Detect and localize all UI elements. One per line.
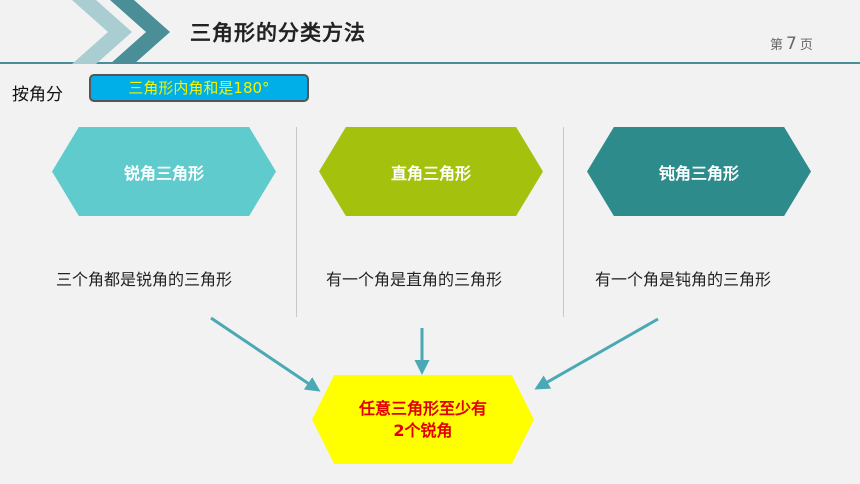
acute-triangle-hexagon: 锐角三角形 (52, 127, 276, 216)
page-title: 三角形的分类方法 (190, 21, 366, 45)
page-number-value: 7 (786, 34, 797, 54)
classify-by-angle-label: 按角分 (12, 85, 63, 105)
arrow-left-icon (210, 316, 321, 392)
right-triangle-definition: 有一个角是直角的三角形 (326, 270, 503, 289)
angle-sum-box: 三角形内角和是180° (89, 74, 309, 102)
column-divider-2 (563, 127, 564, 317)
conclusion-text: 任意三角形至少有 2个锐角 (358, 398, 487, 440)
column-divider-1 (296, 127, 297, 317)
obtuse-triangle-label: 钝角三角形 (658, 163, 739, 183)
obtuse-triangle-hexagon: 钝角三角形 (587, 127, 811, 216)
right-triangle-label: 直角三角形 (390, 163, 471, 183)
acute-triangle-label: 锐角三角形 (123, 163, 204, 183)
page-prefix: 第 (770, 38, 784, 53)
arrow-right-icon (534, 317, 659, 390)
header-rule (0, 62, 860, 64)
chevron-decoration-icon (72, 0, 170, 64)
obtuse-triangle-definition: 有一个角是钝角的三角形 (595, 270, 772, 289)
right-triangle-hexagon: 直角三角形 (319, 127, 543, 216)
page-suffix: 页 (799, 38, 813, 53)
acute-triangle-definition: 三个角都是锐角的三角形 (56, 270, 233, 289)
conclusion-hexagon: 任意三角形至少有 2个锐角 (312, 375, 534, 464)
